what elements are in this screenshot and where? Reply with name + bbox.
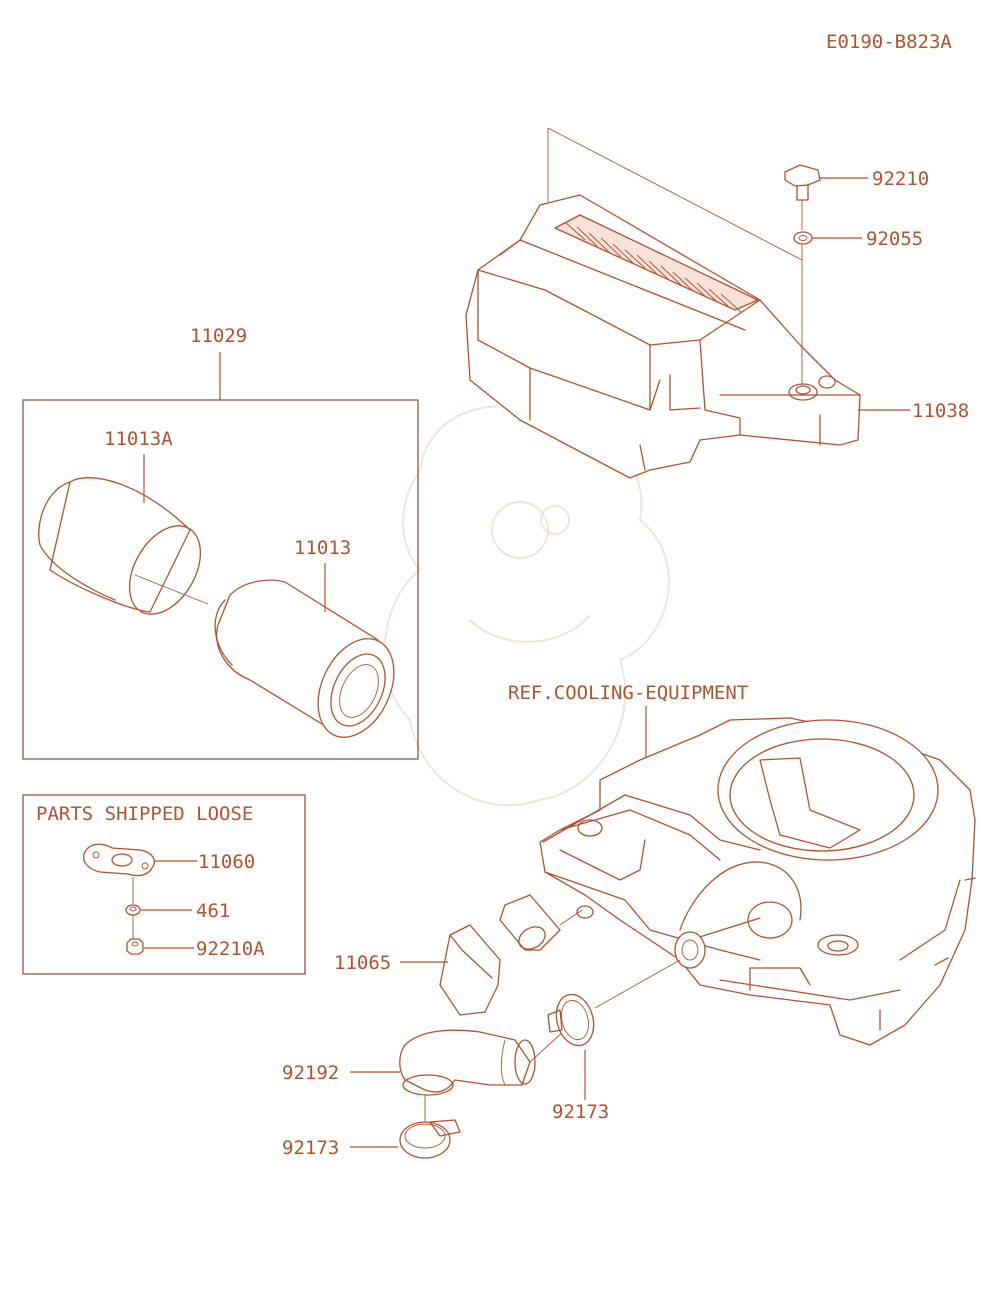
part-label-92055: 92055 [866, 228, 923, 250]
air-cleaner-cover-drawing [465, 127, 861, 479]
wing-nut-92210-drawing [784, 164, 821, 230]
nut-92210A-drawing [126, 938, 144, 955]
part-label-11065: 11065 [334, 952, 391, 974]
ref-cooling-label: REF.COOLING-EQUIPMENT [508, 682, 748, 704]
loose-item-11060: 11060 [198, 851, 255, 873]
parts-shipped-loose-box [22, 794, 306, 975]
loose-item-461: 461 [196, 900, 230, 922]
part-label-11013A: 11013A [104, 428, 173, 450]
element-11013-drawing [214, 579, 395, 738]
duct-11065-drawing [439, 894, 583, 1016]
cooling-housing-drawing [539, 717, 976, 1046]
loose-item-92210A: 92210A [196, 938, 265, 960]
part-label-92210: 92210 [872, 168, 929, 190]
elbow-hose-92192-drawing [399, 1029, 566, 1096]
part-label-92173-right: 92173 [552, 1101, 609, 1123]
washer-461-drawing [125, 904, 141, 916]
pre-cleaner-11013A-drawing [38, 477, 209, 615]
loose-box-title: PARTS SHIPPED LOOSE [36, 803, 253, 825]
part-label-11029: 11029 [190, 325, 247, 347]
washer-92055-drawing [793, 231, 813, 245]
part-label-11038: 11038 [912, 400, 969, 422]
clamp-92173-lower-drawing [399, 1095, 461, 1159]
part-label-92192: 92192 [282, 1062, 339, 1084]
gasket-11060-drawing [83, 843, 155, 877]
diagram-code: E0190-B823A [826, 31, 952, 53]
part-label-92173-lower: 92173 [282, 1137, 339, 1159]
clamp-92173-right-drawing [547, 959, 681, 1047]
part-label-11013: 11013 [294, 537, 351, 559]
element-set-box [22, 399, 419, 760]
